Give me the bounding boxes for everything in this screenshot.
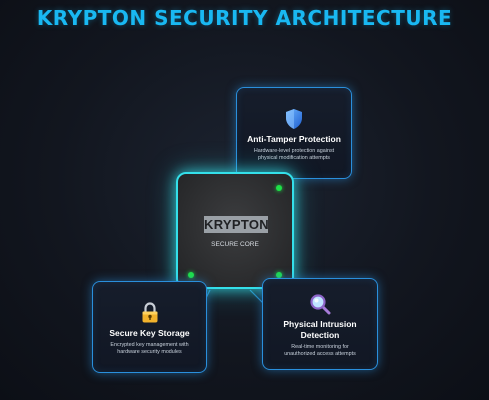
padlock-icon — [142, 302, 157, 323]
card-description: Encrypted key management with hardware s… — [110, 342, 189, 355]
krypton-secure-core: KRYPTON SECURE CORE — [176, 172, 294, 289]
card-secure-key-storage: Secure Key Storage Encrypted key managem… — [92, 281, 207, 373]
card-physical-intrusion-detection: Physical Intrusion Detection Real-time m… — [262, 278, 378, 370]
status-led-bottom-left — [188, 272, 194, 278]
magnifier-icon — [310, 294, 331, 315]
core-subtitle: SECURE CORE — [211, 241, 259, 248]
status-led-top-right — [276, 185, 282, 191]
core-name: KRYPTON — [204, 216, 269, 233]
card-anti-tamper: Anti-Tamper Protection Hardware-level pr… — [236, 87, 352, 179]
card-description: Real-time monitoring for unauthorized ac… — [284, 344, 356, 357]
card-description: Hardware-level protection against physic… — [253, 148, 335, 161]
card-heading: Anti-Tamper Protection — [247, 134, 341, 144]
card-heading: Secure Key Storage — [109, 328, 190, 338]
card-heading: Physical Intrusion Detection — [283, 319, 357, 340]
status-led-bottom-right — [276, 272, 282, 278]
shield-icon — [286, 109, 302, 129]
page-title: KRYPTON SECURITY ARCHITECTURE — [36, 6, 453, 30]
